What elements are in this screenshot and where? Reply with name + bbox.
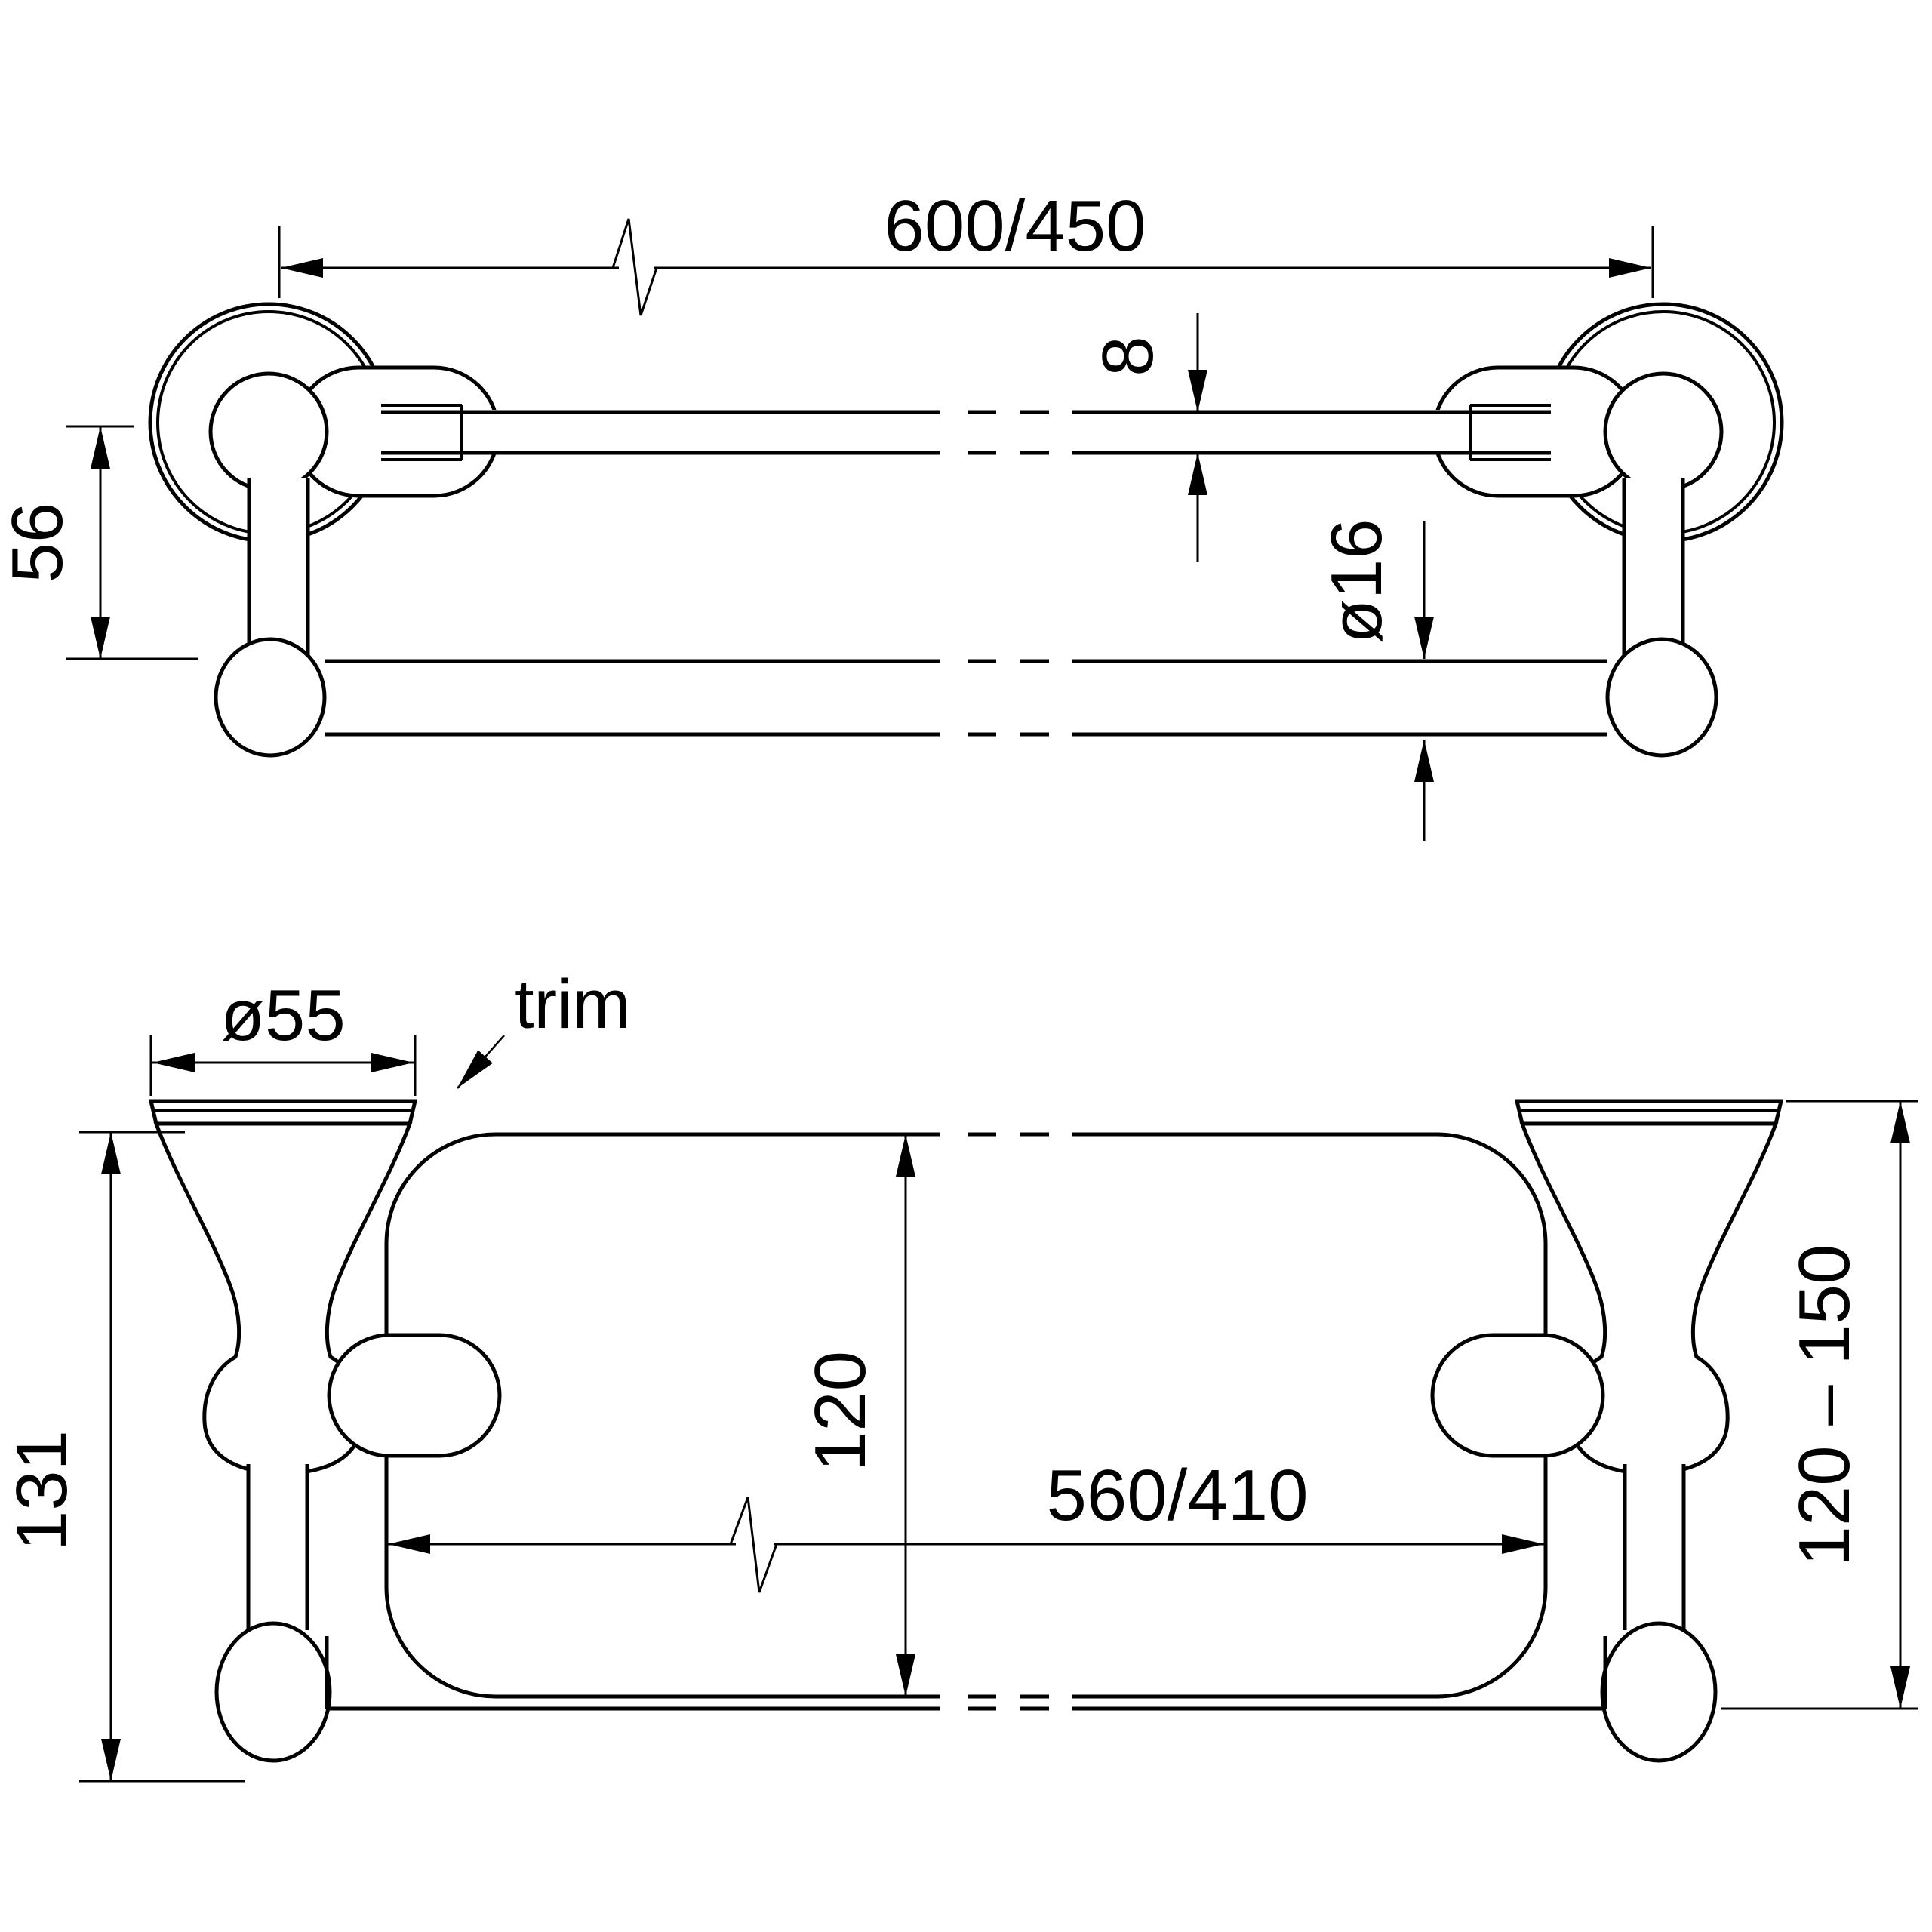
bottom-view — [148, 1099, 1784, 1763]
left-trim-ring — [148, 1099, 418, 1126]
left-bottom-ball — [214, 637, 327, 758]
trim-callout — [457, 1035, 505, 1089]
dim-bar-centres — [388, 1497, 1544, 1593]
left-mount-ball — [214, 1621, 332, 1763]
label-bar-diameter: ø16 — [1316, 518, 1397, 643]
break-symbol — [729, 1497, 778, 1593]
right-bracket — [1420, 365, 1724, 758]
dim-total-depth — [79, 1131, 245, 1783]
left-clamp-slot — [381, 404, 463, 461]
rail-outline — [384, 1132, 1548, 1699]
right-top-ball — [1603, 371, 1724, 492]
left-lobe — [327, 1333, 502, 1458]
left-top-ball — [208, 371, 329, 492]
label-overall-length: 600/450 — [884, 186, 1146, 266]
labels: 600/450 8 ø16 56 ø55 trim 131 120 560/41… — [0, 186, 1865, 1567]
dim-bar-spacing — [66, 425, 198, 660]
label-wall-distance: 120 – 150 — [1784, 1244, 1865, 1566]
right-mount-ball — [1600, 1621, 1718, 1763]
label-bar-spacing: 56 — [0, 503, 78, 583]
dim-wall-distance — [1721, 1100, 1918, 1710]
right-lobe — [1430, 1333, 1605, 1458]
left-wall-mount — [148, 1099, 502, 1763]
label-bar-thickness: 8 — [1088, 336, 1168, 376]
bottom-view-dimensions — [79, 1035, 1918, 1783]
top-view-dimensions — [66, 218, 1654, 841]
left-bracket — [208, 365, 512, 758]
bottom-bar — [325, 659, 1607, 737]
dim-flange-diameter — [149, 1035, 417, 1096]
top-bar — [381, 404, 1551, 461]
label-bar-centres: 560/410 — [1046, 1455, 1308, 1536]
right-trim-ring — [1514, 1099, 1784, 1126]
dim-overall-length — [278, 218, 1654, 316]
right-wall-mount — [1430, 1099, 1784, 1763]
top-view — [148, 302, 1784, 758]
label-inner-depth: 120 — [800, 1351, 881, 1472]
label-trim: trim — [515, 966, 630, 1043]
right-clamp-slot — [1469, 404, 1551, 461]
break-symbol — [611, 218, 658, 316]
label-flange-diameter: ø55 — [220, 975, 345, 1056]
right-bottom-ball — [1605, 637, 1718, 758]
label-total-depth: 131 — [2, 1430, 82, 1551]
